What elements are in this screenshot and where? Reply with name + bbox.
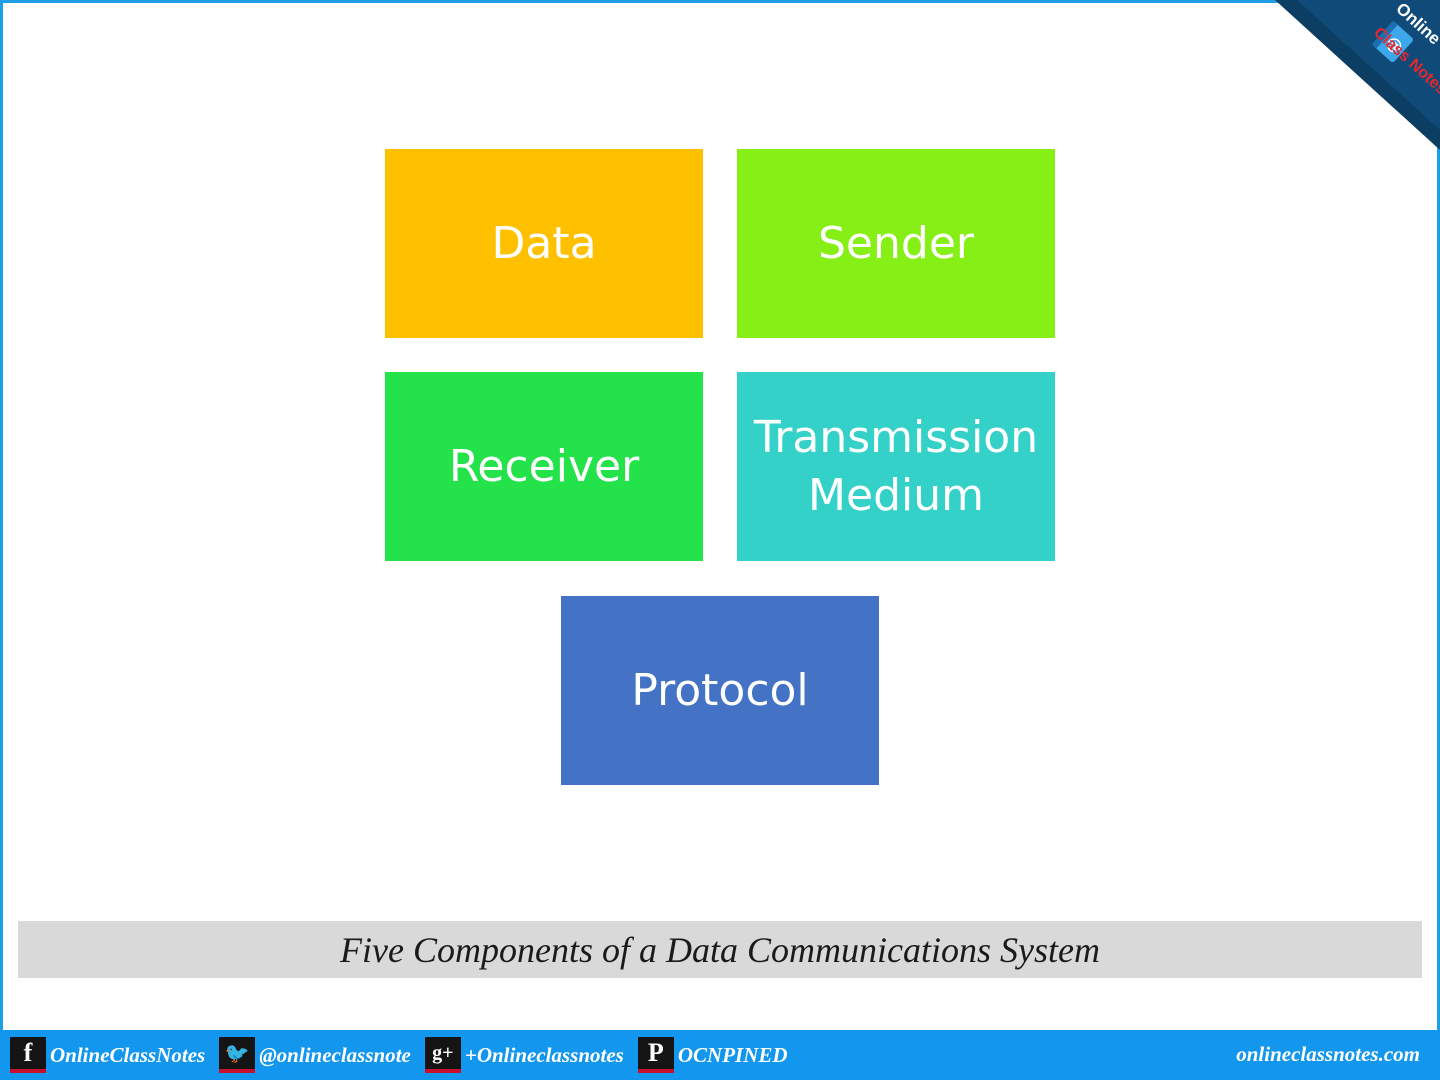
social-link-facebook[interactable]: f OnlineClassNotes <box>10 1037 219 1073</box>
component-box-receiver: Receiver <box>385 372 703 561</box>
google-plus-label: +Onlineclassnotes <box>464 1042 624 1067</box>
website-link[interactable]: onlineclassnotes.com <box>1236 1042 1420 1066</box>
notebook-at-icon: @ <box>1371 20 1413 63</box>
figure-caption: Five Components of a Data Communications… <box>340 929 1100 970</box>
caption-bar: Five Components of a Data Communications… <box>18 921 1422 978</box>
online-class-notes-logo: @ Online Class Notes <box>1275 0 1440 150</box>
twitter-label: @onlineclassnote <box>259 1042 411 1067</box>
facebook-icon: f <box>10 1037 46 1073</box>
box-label-data-line1: Data <box>491 217 597 269</box>
component-box-protocol: Protocol <box>561 596 879 785</box>
social-link-twitter[interactable]: 🐦 @onlineclassnote <box>219 1037 425 1073</box>
box-label-medium-line2: Medium <box>808 469 984 521</box>
social-link-pinterest[interactable]: P OCNPINED <box>637 1037 802 1073</box>
component-box-data: Data <box>385 149 703 338</box>
box-label-medium-line1: Transmission <box>753 411 1039 463</box>
box-label-protocol-line1: Protocol <box>631 664 809 716</box>
box-label-receiver-line1: Receiver <box>448 440 640 492</box>
pinterest-label: OCNPINED <box>677 1042 788 1067</box>
pinterest-icon: P <box>637 1037 674 1073</box>
google-plus-icon: g+ <box>424 1037 461 1073</box>
social-link-google-plus[interactable]: g+ +Onlineclassnotes <box>424 1037 638 1073</box>
box-label-sender-line1: Sender <box>818 217 974 269</box>
component-box-sender: Sender <box>737 149 1055 338</box>
twitter-icon: 🐦 <box>219 1037 256 1073</box>
footer-bar: f OnlineClassNotes 🐦 @onlineclassnote g+… <box>0 1030 1440 1080</box>
facebook-label: OnlineClassNotes <box>50 1042 206 1067</box>
